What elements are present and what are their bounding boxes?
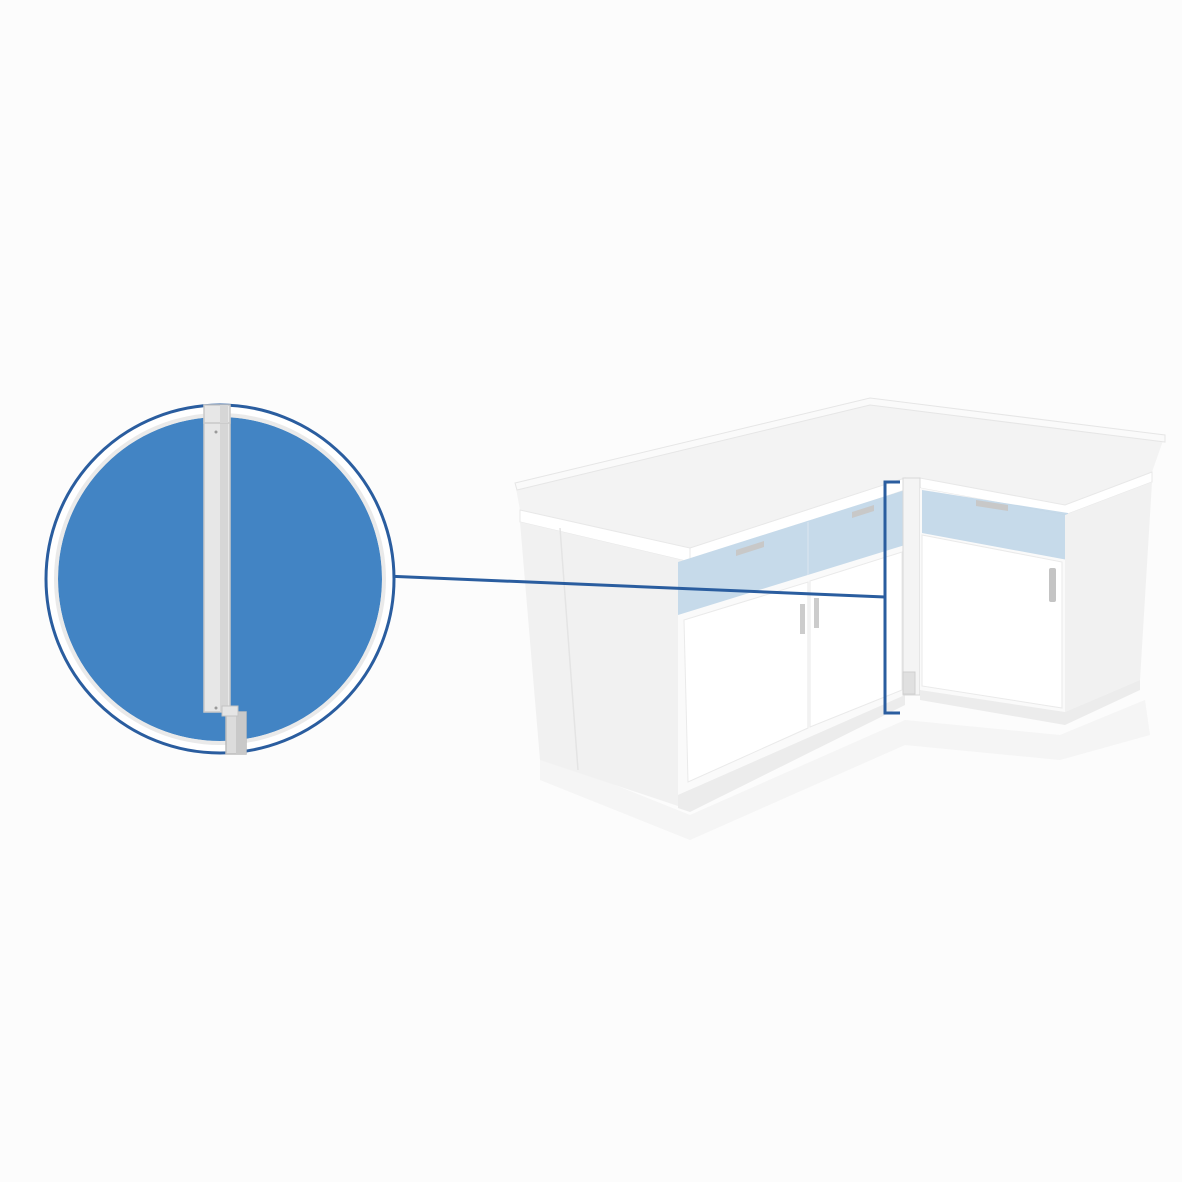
left-drawer-band: [678, 490, 905, 615]
right-door: [921, 534, 1063, 709]
drawer-handle-middle: [852, 505, 874, 518]
callout-leader-line: [384, 574, 886, 599]
backsplash: [514, 397, 1166, 491]
right-toe-kick: [920, 680, 1140, 725]
magnifier-callout: [44, 403, 396, 755]
left-end-panel: [520, 522, 690, 810]
left-door-1: [683, 581, 809, 783]
right-door-handle: [1049, 568, 1056, 602]
drawer-handle-left: [736, 541, 764, 556]
corner-filler-strip: [902, 477, 921, 696]
filler-foot: [902, 671, 916, 695]
right-drawer-band: [922, 490, 1068, 560]
back-countertop-top: [515, 398, 1165, 548]
l-shaped-cabinet: [514, 397, 1166, 840]
door-handle-right: [814, 598, 819, 628]
bracket-marker: [883, 480, 900, 715]
door-handle-left: [800, 604, 805, 634]
floor-shadow: [540, 700, 1150, 840]
left-toe-kick: [678, 695, 905, 812]
right-drawer-handle: [976, 500, 1008, 511]
side-panel-seam: [559, 527, 579, 771]
zoomed-filler-foot: [221, 705, 247, 755]
right-end-panel: [1065, 482, 1152, 712]
